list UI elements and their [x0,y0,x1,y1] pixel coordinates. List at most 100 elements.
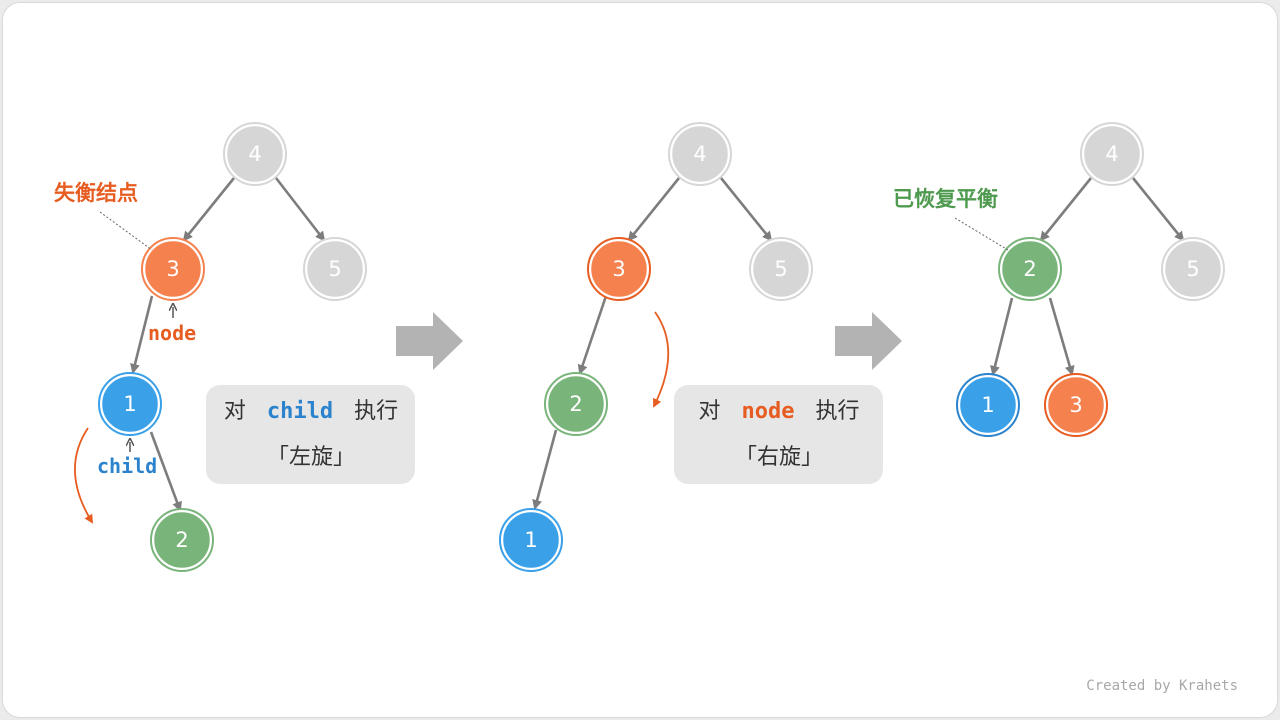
annotation-leader-line [99,211,153,251]
node-circle [588,238,650,300]
node-label: 4 [248,142,261,166]
step-box [206,385,415,484]
tree-node-3: 3 [141,237,205,301]
edge-4-5 [719,177,773,242]
step-prefix: 对 [224,399,246,424]
edge-2-1 [990,297,1014,376]
node-ring [141,237,205,301]
node-ring [98,372,162,436]
node-label: 4 [1105,142,1118,166]
node-ring [499,508,563,572]
node-ring [998,237,1062,301]
node-label: 3 [166,257,179,281]
step-operation: 「左旋」 [267,445,355,470]
tree-node-1: 1 [956,373,1020,437]
edge-4-3 [627,177,681,242]
tree-node-3: 3 [587,237,651,301]
node-label: 3 [612,257,625,281]
node-circle [304,238,366,300]
step-box [674,385,883,484]
stage-2-tree: 4 3 5 2 1 [499,122,813,572]
node-circle [669,123,731,185]
edge-1-2 [149,431,182,512]
node-label: 5 [328,257,341,281]
node-circle [750,238,812,300]
node-label: 1 [123,392,136,416]
edge-4-5 [1131,177,1185,242]
node-label: 5 [774,257,787,281]
node-label: 1 [981,393,994,417]
node-ring [956,373,1020,437]
tree-node-5: 5 [303,237,367,301]
node-circle [142,238,204,300]
node-label: 3 [1069,393,1082,417]
node-label: 2 [569,392,582,416]
tree-node-1: 1 [98,372,162,436]
node-ring [1044,373,1108,437]
transition-arrow-1 [396,312,463,370]
node-label: 4 [693,142,706,166]
tree-node-4: 4 [668,122,732,186]
stage-3-tree: 4 2 5 1 3 已恢复平衡 [893,122,1225,437]
step-suffix: 执行 [354,399,398,424]
node-circle [224,123,286,185]
credit-text: Created by Krahets [1086,678,1238,694]
node-ring [1080,122,1144,186]
step-suffix: 执行 [815,399,859,424]
step-instruction: 对 node 执行 [698,399,859,424]
tree-node-3: 3 [1044,373,1108,437]
node-circle [99,373,161,435]
step-target: node [742,399,795,424]
edge-2-1 [532,429,558,510]
step-prefix: 对 [698,399,720,424]
tree-node-5: 5 [749,237,813,301]
tree-node-4: 4 [1080,122,1144,186]
node-circle [1162,238,1224,300]
edge-4-2 [1039,177,1093,242]
edge-4-5 [274,177,326,242]
step-target: child [267,399,333,424]
edge-4-3 [182,177,236,242]
edge-3-2 [577,295,608,375]
transition-arrow-2 [835,312,902,370]
node-circle [1045,374,1107,436]
step-left-rotation: 对 child 执行 「左旋」 [206,385,415,484]
tree-node-1: 1 [499,508,563,572]
node-ring [1161,237,1225,301]
left-rotation-arc [74,427,94,524]
tree-node-2: 2 [150,508,214,572]
node-ring [668,122,732,186]
tree-node-5: 5 [1161,237,1225,301]
node-ring [150,508,214,572]
step-right-rotation: 对 node 执行 「右旋」 [674,385,883,484]
tree-node-4: 4 [223,122,287,186]
step-operation: 「右旋」 [735,445,823,470]
edge-2-3 [1048,297,1075,376]
balanced-annotation: 已恢复平衡 [893,187,998,211]
tree-node-2: 2 [544,372,608,436]
node-ring [223,122,287,186]
node-label: 2 [175,528,188,552]
annotation-leader-line [954,217,1009,251]
node-ring [303,237,367,301]
node-ring [544,372,608,436]
node-label: 2 [1023,257,1036,281]
node-ring [749,237,813,301]
node-label: 5 [1186,257,1199,281]
tree-node-2: 2 [998,237,1062,301]
step-instruction: 对 child 执行 [224,399,398,424]
node-circle [1081,123,1143,185]
node-circle [545,373,607,435]
right-rotation-arc [653,311,670,408]
node-pointer-label: node [148,321,196,345]
node-label: 1 [524,528,537,552]
node-circle [999,238,1061,300]
child-pointer-label: child [97,454,157,478]
node-circle [151,509,213,571]
stage-1-tree: 4 3 5 1 2 失衡结点 node child [54,122,367,572]
node-circle [957,374,1019,436]
node-circle [500,509,562,571]
edge-3-1 [130,295,154,374]
